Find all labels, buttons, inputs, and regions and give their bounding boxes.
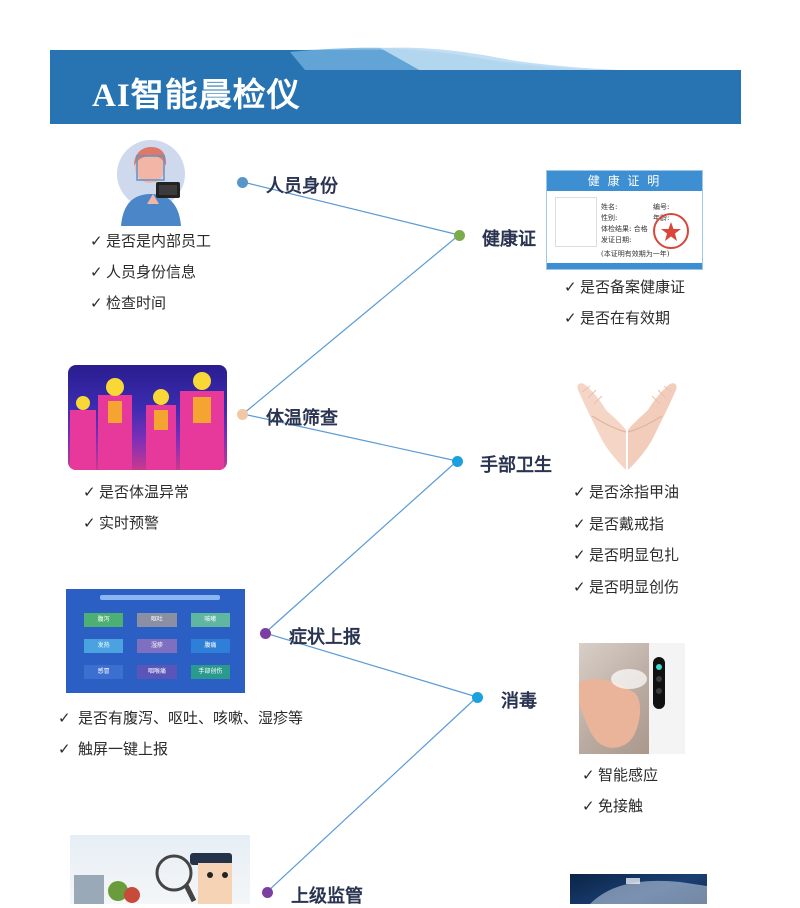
symptom-report-screen: 腹泻 呕吐 咳嗽 发热 湿疹 腹痛 感冒 咽喉痛 手部创伤 xyxy=(66,589,245,693)
node-label-supervision: 上级监管 xyxy=(291,886,363,907)
check-item: ✓是否明显创伤 xyxy=(573,577,680,596)
node-label-health-cert: 健康证 xyxy=(482,229,536,250)
photo-placeholder xyxy=(555,197,597,247)
symptom-button[interactable]: 腹痛 xyxy=(190,639,230,653)
symptom-checklist: ✓是否有腹泻、呕吐、咳嗽、湿疹等 ✓触屏一键上报 xyxy=(58,703,303,765)
check-mark-icon: ✓ xyxy=(573,546,586,564)
thermal-camera-image xyxy=(68,365,227,470)
check-mark-icon: ✓ xyxy=(564,278,577,296)
monitoring-system-image xyxy=(570,874,707,904)
temperature-checklist: ✓是否体温异常 ✓实时预警 xyxy=(83,481,189,543)
node-dot-health-cert xyxy=(454,230,465,241)
node-label-hand: 手部卫生 xyxy=(480,455,552,476)
check-mark-icon: ✓ xyxy=(90,263,103,281)
official-seal-icon xyxy=(653,213,689,249)
certificate-footnote: (本证明有效期为一年) xyxy=(601,250,670,258)
screen-header-bar xyxy=(100,595,220,600)
symptom-button[interactable]: 腹泻 xyxy=(84,613,124,627)
face-recognition-icon xyxy=(117,140,185,226)
identity-checklist: ✓是否是内部员工 ✓人员身份信息 ✓检查时间 xyxy=(90,230,211,323)
symptom-button[interactable]: 手部创伤 xyxy=(190,665,230,679)
banner-wave-decoration xyxy=(50,47,741,76)
connector-health-temperature xyxy=(242,234,460,415)
check-mark-icon: ✓ xyxy=(573,483,586,501)
open-hands-image xyxy=(577,383,677,470)
connector-disinfect-supervision xyxy=(266,696,478,893)
check-mark-icon: ✓ xyxy=(83,483,96,501)
connector-identity-health xyxy=(246,182,460,236)
check-mark-icon: ✓ xyxy=(573,577,586,596)
symptom-button[interactable]: 呕吐 xyxy=(137,613,177,627)
check-item: ✓是否备案健康证 xyxy=(564,278,686,296)
connector-temperature-hand xyxy=(242,413,458,462)
check-item: ✓触屏一键上报 xyxy=(58,734,298,765)
symptom-button[interactable]: 咽喉痛 xyxy=(137,665,177,679)
check-item: ✓是否在有效期 xyxy=(564,309,671,327)
disinfect-checklist: ✓智能感应 ✓免接触 xyxy=(582,764,658,826)
check-item: ✓免接触 xyxy=(582,797,644,815)
node-label-disinfect: 消毒 xyxy=(501,691,537,712)
hand-sanitizer-image xyxy=(579,643,685,754)
connector-hand-symptom xyxy=(264,460,458,634)
node-dot-supervision xyxy=(262,887,273,898)
check-item: ✓是否明显包扎 xyxy=(573,546,680,564)
check-mark-icon: ✓ xyxy=(582,797,595,815)
node-dot-hand xyxy=(452,456,463,467)
check-mark-icon: ✓ xyxy=(582,766,595,784)
inspector-cartoon-image xyxy=(70,835,250,904)
check-mark-icon: ✓ xyxy=(90,232,103,250)
check-mark-icon: ✓ xyxy=(58,709,71,727)
check-item: ✓智能感应 xyxy=(582,766,659,784)
health-cert-checklist: ✓是否备案健康证 ✓是否在有效期 xyxy=(564,276,685,338)
check-item: ✓是否涂指甲油 xyxy=(573,483,680,501)
symptom-button[interactable]: 发热 xyxy=(84,639,124,653)
title-banner xyxy=(50,70,741,124)
check-item: ✓人员身份信息 xyxy=(90,263,197,281)
node-label-temperature: 体温筛查 xyxy=(266,408,338,429)
symptom-button[interactable]: 湿疹 xyxy=(137,639,177,653)
certificate-fields: 姓名: 性别: 体检结果: 合格 发证日期: xyxy=(601,203,648,244)
connector-symptom-disinfect xyxy=(264,632,478,698)
check-item: ✓是否体温异常 xyxy=(83,483,190,501)
check-item: ✓是否是内部员工 xyxy=(90,232,212,250)
check-mark-icon: ✓ xyxy=(83,514,96,532)
symptom-button[interactable]: 咳嗽 xyxy=(190,613,230,627)
certificate-footer-bar xyxy=(547,263,702,269)
check-mark-icon: ✓ xyxy=(58,740,71,758)
symptom-button[interactable]: 感冒 xyxy=(84,665,124,679)
check-item: ✓实时预警 xyxy=(83,514,160,532)
page-title: AI智能晨检仪 xyxy=(92,78,301,114)
check-item: ✓是否戴戒指 xyxy=(573,514,665,533)
node-label-symptom: 症状上报 xyxy=(289,627,361,648)
check-mark-icon: ✓ xyxy=(573,514,586,533)
node-dot-disinfect xyxy=(472,692,483,703)
check-mark-icon: ✓ xyxy=(564,309,577,327)
check-item: ✓检查时间 xyxy=(90,294,167,312)
hand-checklist: ✓是否涂指甲油 ✓是否戴戒指 ✓是否明显包扎 ✓是否明显创伤 xyxy=(573,481,679,607)
node-dot-temperature xyxy=(237,409,248,420)
node-dot-symptom xyxy=(260,628,271,639)
health-certificate-card: 健 康 证 明 姓名: 性别: 体检结果: 合格 发证日期: 编号: 年龄: (… xyxy=(546,170,703,270)
certificate-header: 健 康 证 明 xyxy=(547,171,702,191)
node-dot-identity xyxy=(237,177,248,188)
check-mark-icon: ✓ xyxy=(90,294,103,312)
check-item: ✓是否有腹泻、呕吐、咳嗽、湿疹等 xyxy=(58,703,310,734)
node-label-identity: 人员身份 xyxy=(266,176,338,197)
